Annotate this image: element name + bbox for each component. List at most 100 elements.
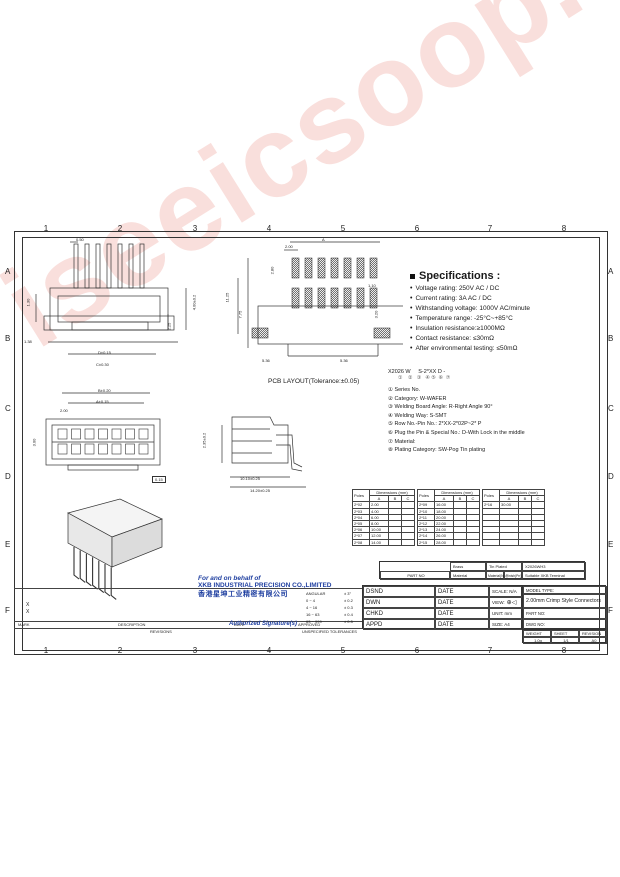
part-no-label: PART NO: <box>523 608 607 619</box>
tolerance-range: 4 ~ 16 <box>306 605 318 610</box>
tolerance-value: ± 0.2 <box>344 598 353 603</box>
bullet-icon: • <box>410 335 413 342</box>
dwn-date: DATE <box>435 597 489 608</box>
ruler-column-bottom-6: 6 <box>414 646 420 655</box>
company-chinese-name: 香港星坤工业精密有限公司 <box>198 591 288 598</box>
ruler-column-bottom-7: 7 <box>487 646 493 655</box>
ruler-row-right-e: E <box>608 540 614 549</box>
pcb-pad <box>369 287 378 309</box>
revision-description-header: DESCRIPTION <box>118 622 146 627</box>
dim-d: D±0.15 <box>98 350 111 355</box>
revision-mark-x1: X <box>26 602 30 608</box>
dim-4-00: 4.00±0.2 <box>191 294 197 311</box>
company-name: XKB INDUSTRIAL PRECISION CO.,LIMITED <box>198 582 332 589</box>
spec-item: •Insulation resistance:≥1000MΩ <box>410 324 530 334</box>
weight-value: 1.0g <box>523 637 551 644</box>
ruler-row-right-f: F <box>608 606 613 615</box>
spec-item: •Withstanding voltage: 1000V AC/minute <box>410 304 530 314</box>
poles-header: Poles <box>352 488 370 503</box>
pin <box>73 243 79 289</box>
spec-item: •Temperature range: -25°C~+85°C <box>410 314 530 324</box>
part-code-line: ⑤ Row No.-Pin No.: 2*XX-2*02P~2* P <box>388 421 482 428</box>
ruler-row-right-d: D <box>608 472 614 481</box>
company-stamp: For and on behalf of XKB INDUSTRIAL PREC… <box>198 575 332 599</box>
flatness-callout: 0.15 <box>152 476 166 483</box>
spec-item-text: Contact resistance: ≤30mΩ <box>415 335 494 342</box>
ruler-column-top-8: 8 <box>561 224 567 233</box>
weight-label: WEIGHT <box>523 630 551 637</box>
part-code-line: ③ Welding Board Angle: R-Right Angle 90° <box>388 404 493 411</box>
tolerance-range: 16 ~ 63 <box>306 612 320 617</box>
dim-1-30: 1.30 <box>25 298 31 307</box>
ruler-column-bottom-4: 4 <box>266 646 272 655</box>
spec-item: •After environmental testing: ≤50mΩ <box>410 344 530 354</box>
part-code-panel: X2026 W S-2*XX D - ① ② ③ ④ ⑤ ⑥ ⑦ ① Serie… <box>388 369 525 455</box>
dim-2-25: 2.25 <box>166 322 172 331</box>
contact-cavity <box>138 428 149 440</box>
scale-label: SCALE: N/A <box>489 586 523 597</box>
ruler-row-left-d: D <box>5 472 11 481</box>
pcb-pad <box>343 257 352 279</box>
dsnd-date: DATE <box>435 586 489 597</box>
pcb-dim-3-20: 3.20 <box>373 310 379 319</box>
pcb-pad <box>356 287 365 309</box>
material-no-header: Material(No.) <box>486 571 508 580</box>
chkd-date: DATE <box>435 608 489 619</box>
poles-header: Poles <box>482 488 500 503</box>
drawing-sheet-border <box>14 231 608 655</box>
contact-cavity <box>57 428 68 440</box>
pcb-pad <box>356 257 365 279</box>
dsnd-label: DSND <box>363 586 435 597</box>
table-cell <box>518 538 532 546</box>
contact-cavity <box>111 443 122 455</box>
part-code-line: ⑦ Material: <box>388 438 416 445</box>
specifications-panel: Specifications : •Voltage rating: 250V A… <box>410 270 530 354</box>
contact-cavity <box>57 443 68 455</box>
dimensions-header: Dimensions (mm) <box>499 488 545 497</box>
contact-cavity <box>84 428 95 440</box>
dim-14-20: 14.20±0.25 <box>250 488 270 493</box>
company-behalf: For and on behalf of <box>198 575 261 582</box>
spec-item-text: Voltage rating: 250V AC / DC <box>415 285 500 292</box>
pcb-dim-2-00: 2.00 <box>285 244 293 249</box>
material-header: Material <box>450 571 486 580</box>
model-description: 2.00mm Crimp Style Connectors <box>523 594 607 608</box>
dim-b: B±0.20 <box>98 388 111 393</box>
pcb-dim-7-75: 7.75 <box>237 310 243 319</box>
table-cell: 14.00 <box>369 538 389 546</box>
contact-cavity <box>84 443 95 455</box>
dim-3-00: 3.00 <box>31 438 37 447</box>
tolerance-value: ± 0.4 <box>344 612 353 617</box>
front-view-drawing <box>35 241 187 355</box>
ruler-row-right-c: C <box>608 404 614 413</box>
table-cell: 2*15 <box>417 538 435 546</box>
bullet-icon: • <box>410 305 413 312</box>
pcb-pad <box>343 287 352 309</box>
pin <box>84 243 90 289</box>
part-code-line: ⑧ Plating Category: SW-Pog Tin plating <box>388 447 486 454</box>
revision-date-header: DATE <box>234 622 245 627</box>
part-strip-code: X2026WH3 <box>522 562 586 571</box>
sheet-label: SHEET <box>551 630 579 637</box>
iso-pin <box>79 550 86 583</box>
pcb-dim-11-25: 11.25 <box>224 292 230 303</box>
iso-pin <box>110 567 117 600</box>
spec-item-text: Insulation resistance:≥1000MΩ <box>415 325 505 332</box>
authorized-signature: Authorized Signature(s) <box>229 621 298 627</box>
bullet-icon: • <box>410 285 413 292</box>
ruler-column-bottom-5: 5 <box>340 646 346 655</box>
tolerance-angular-label: ANGULAR <box>306 591 326 596</box>
pcb-pad <box>317 287 326 309</box>
contact-cavity <box>125 428 135 440</box>
ruler-column-top-5: 5 <box>340 224 346 233</box>
pcb-dim-2-80: 2.80 <box>269 266 275 275</box>
spec-item-text: After environmental testing: ≤50mΩ <box>415 345 518 352</box>
revision-mark-header: MARK <box>18 622 30 627</box>
pcb-layout-label: PCB LAYOUT(Tolerance:±0.05) <box>268 378 360 385</box>
top-view-drawing <box>45 392 161 471</box>
tolerance-value: ± 0.5 <box>344 619 353 624</box>
